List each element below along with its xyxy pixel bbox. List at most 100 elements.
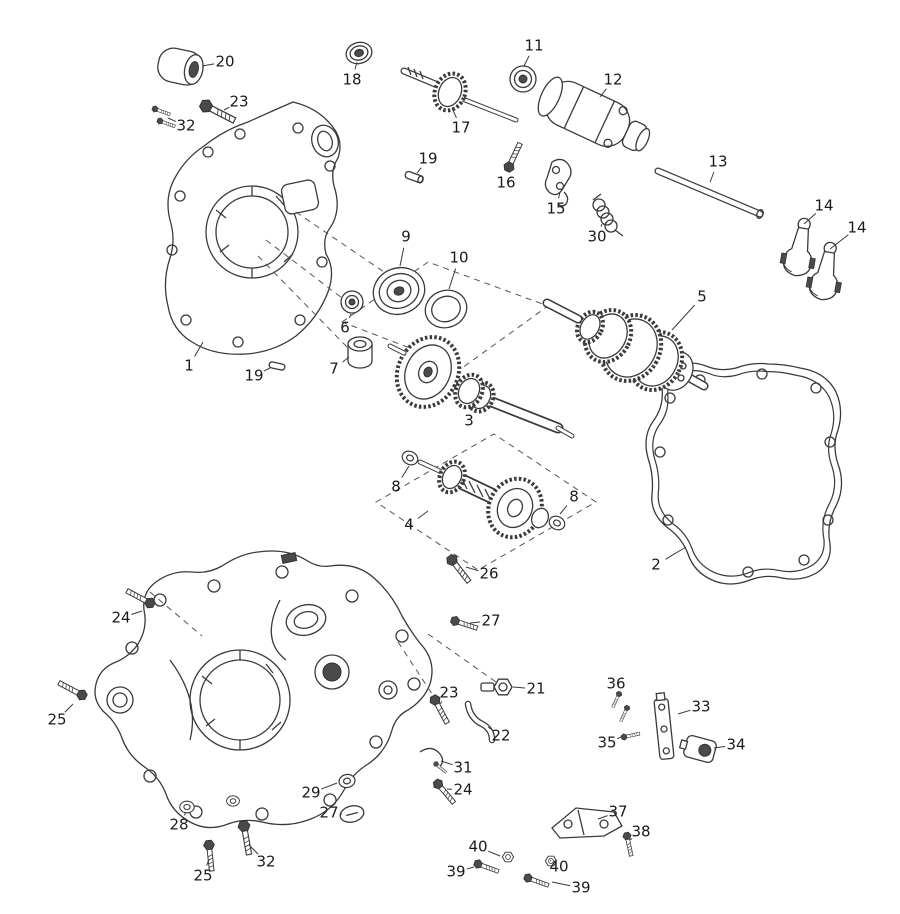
part-bracket-33 <box>653 692 675 760</box>
part-washer-8-left <box>399 448 421 468</box>
part-main-gear-cluster <box>542 298 709 392</box>
screw-35 <box>620 730 641 742</box>
part-washer-28 <box>179 800 195 814</box>
part-number-label: 24 <box>453 781 472 799</box>
part-washer-28b <box>226 795 240 807</box>
part-number-label: 14 <box>814 197 833 215</box>
part-plug-27 <box>339 805 365 823</box>
bolt-32-top-a <box>150 104 172 118</box>
part-number-label: 38 <box>631 823 650 841</box>
callout-leader-line <box>597 815 608 820</box>
callout-leader-line <box>399 247 405 267</box>
callout-leader-line <box>263 367 271 372</box>
part-number-label: 29 <box>301 784 320 802</box>
part-counter-shaft-assembly <box>399 448 568 540</box>
callout-leader-line <box>416 167 422 174</box>
part-number-label: 32 <box>256 853 275 871</box>
bolt-32-bottom <box>236 819 256 857</box>
callout-leader-line <box>201 63 215 67</box>
callout-leader-line <box>551 881 571 887</box>
part-damper-34 <box>678 734 717 764</box>
part-number-label: 31 <box>453 759 472 777</box>
callout-leader-line <box>401 465 410 478</box>
callout-leader-line <box>167 117 177 122</box>
part-number-label: 19 <box>244 367 263 385</box>
callout-leader-line <box>206 858 210 866</box>
part-kick-shaft <box>400 66 519 123</box>
callout-leader-line <box>487 726 493 731</box>
part-bearing-9 <box>372 266 426 316</box>
part-number-label: 33 <box>691 698 710 716</box>
part-bushing-7 <box>347 336 373 369</box>
part-number-label: 11 <box>524 37 543 55</box>
bolt-39-b <box>522 872 551 891</box>
part-number-label: 8 <box>569 488 579 506</box>
part-hose-22 <box>464 700 496 744</box>
part-number-label: 16 <box>496 174 515 192</box>
part-return-spring <box>592 193 624 237</box>
part-number-label: 27 <box>481 612 500 630</box>
part-number-label: 4 <box>404 516 414 534</box>
part-number-label: 12 <box>603 71 622 89</box>
callout-leader-line <box>709 172 715 183</box>
bolt-27-top <box>449 614 479 634</box>
part-number-label: 1 <box>184 357 194 375</box>
callout-leader-line <box>677 709 691 715</box>
callout-leader-line <box>506 165 509 173</box>
part-number-label: 40 <box>549 858 568 876</box>
callout-leader-line <box>465 566 479 572</box>
part-number-label: 35 <box>597 734 616 752</box>
part-number-label: 14 <box>847 219 866 237</box>
callout-leader-line <box>599 88 607 98</box>
part-number-label: 21 <box>526 680 545 698</box>
callout-leader-line <box>223 106 230 111</box>
part-bracket-37 <box>551 807 623 839</box>
callout-leader-line <box>487 850 501 857</box>
callout-leader-line <box>471 401 475 411</box>
part-number-label: 10 <box>449 249 468 267</box>
part-number-label: 27 <box>319 804 338 822</box>
callout-leader-line <box>523 55 530 67</box>
bolt-16 <box>501 140 526 174</box>
callout-leader-line <box>803 212 817 225</box>
part-shift-fork-b <box>803 238 849 304</box>
callout-leader-line <box>131 610 143 615</box>
part-number-label: 19 <box>418 150 437 168</box>
callout-leader-line <box>558 191 561 199</box>
part-number-label: 7 <box>329 360 339 378</box>
part-number-label: 39 <box>446 863 465 881</box>
bolt-25-left <box>55 677 90 703</box>
callout-leader-line <box>512 686 526 689</box>
callout-leader-line <box>665 546 687 560</box>
part-number-label: 34 <box>726 736 745 754</box>
callout-leader-line <box>354 61 358 70</box>
part-number-label: 20 <box>215 53 234 71</box>
part-union-fitting-21 <box>480 678 513 696</box>
callout-leader-line <box>348 313 352 319</box>
part-number-label: 23 <box>229 93 248 111</box>
callout-leader-line <box>466 866 475 870</box>
part-washer-8-right <box>546 513 568 533</box>
callout-leader-line <box>829 234 849 250</box>
part-number-label: 15 <box>546 200 565 218</box>
part-number-label: 5 <box>697 288 707 306</box>
part-number-label: 17 <box>451 119 470 137</box>
callout-leader-line <box>417 510 429 519</box>
part-number-label: 40 <box>468 838 487 856</box>
part-number-label: 25 <box>47 711 66 729</box>
part-number-label: 26 <box>479 565 498 583</box>
part-number-label: 30 <box>587 228 606 246</box>
part-number-label: 28 <box>169 816 188 834</box>
bolt-39-a <box>472 858 501 877</box>
callout-leader-line <box>321 782 338 790</box>
part-number-label: 18 <box>342 71 361 89</box>
nut-40-a <box>501 851 515 863</box>
screw-36-a <box>609 690 624 709</box>
part-spacer-ring-10 <box>424 289 468 329</box>
part-number-label: 23 <box>439 684 458 702</box>
part-number-label: 24 <box>111 609 130 627</box>
callout-leader-line <box>713 745 726 749</box>
part-number-label: 8 <box>391 478 401 496</box>
part-number-label: 32 <box>176 117 195 135</box>
